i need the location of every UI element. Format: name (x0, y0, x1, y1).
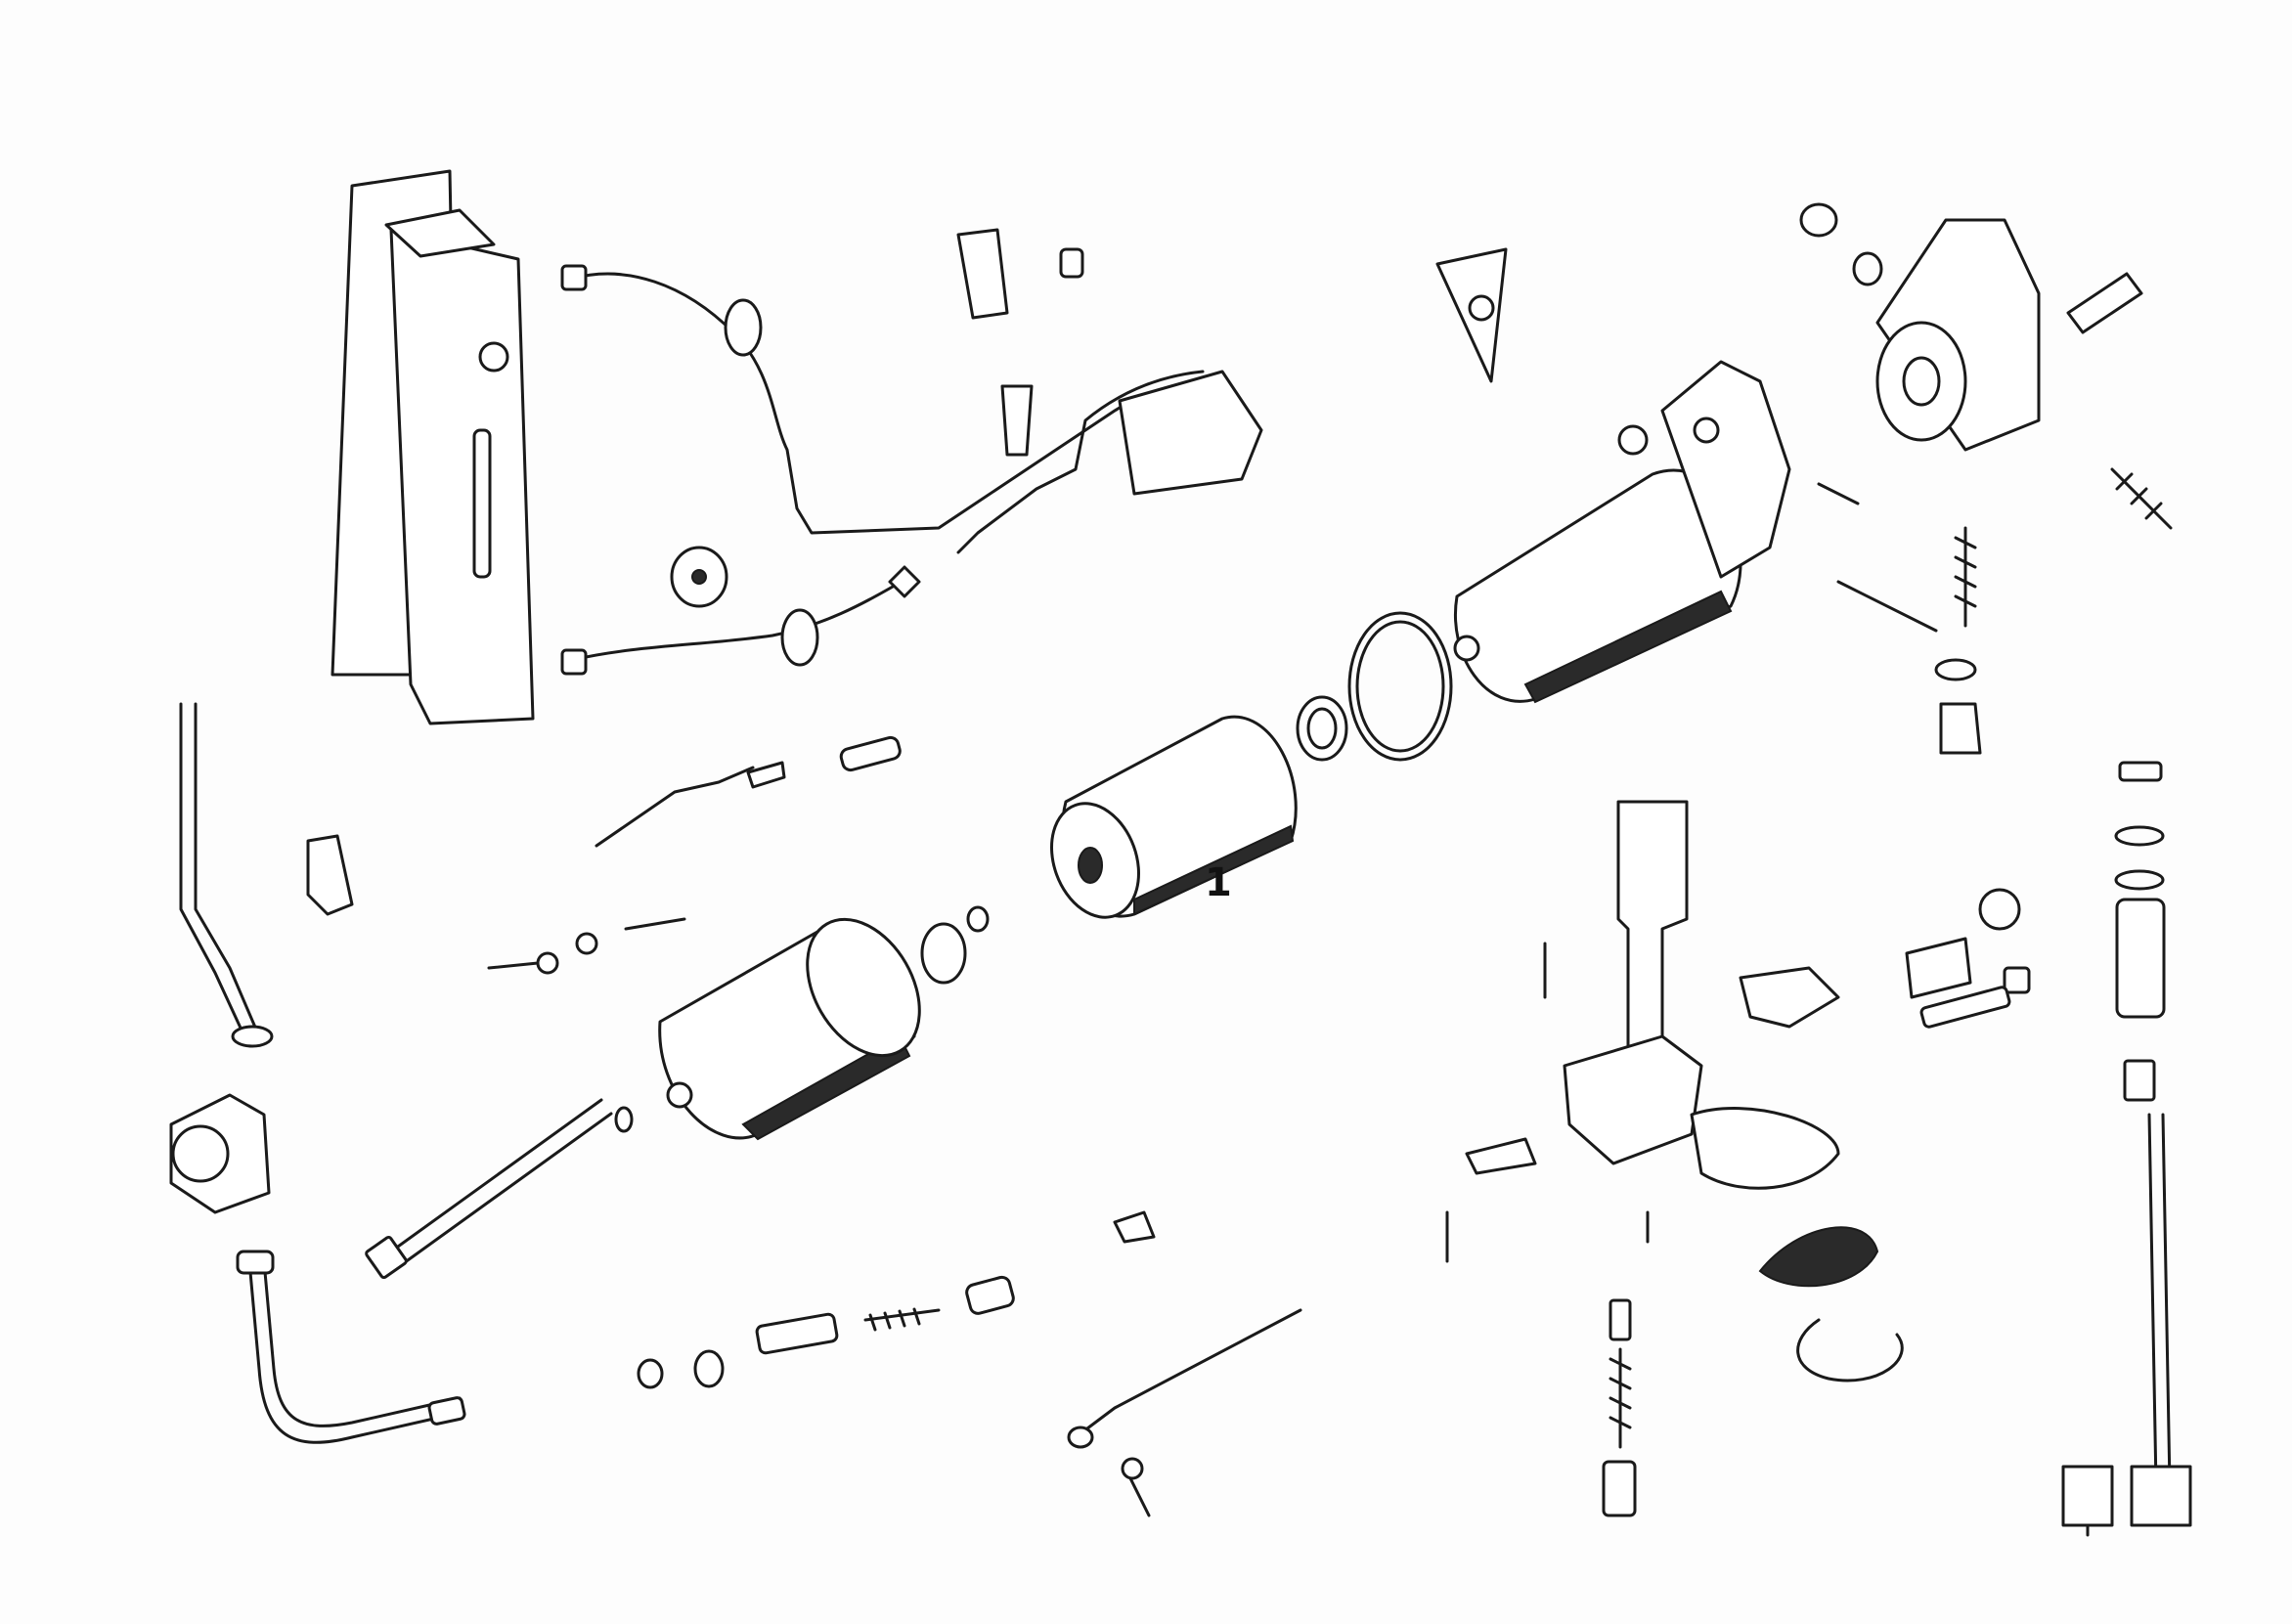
oil-pipe-lower (236, 1250, 466, 1444)
gasket-ring (1347, 611, 1453, 762)
flex-hose-left (179, 702, 274, 1048)
bypass-valve-parts (487, 735, 1302, 1517)
filter-element (1050, 715, 1298, 919)
oil-pump (1465, 800, 1904, 1517)
drive-shaft (2061, 761, 2192, 1537)
relief-valve-parts (1817, 467, 2173, 755)
long-through-bolt (365, 1098, 634, 1280)
filter-housing-upper (1435, 247, 1791, 704)
oil-cooler (331, 169, 535, 725)
oil-line-lower (560, 565, 921, 676)
small-fittings (1445, 888, 2031, 1263)
filter-housing-lower (658, 905, 990, 1141)
part-callout-1: 1 (1205, 860, 1232, 905)
thermostat-valve (169, 1093, 271, 1214)
oil-pump-housing-right (1799, 202, 2143, 452)
oil-line-upper (560, 264, 1263, 554)
bracket-parts (306, 228, 1084, 916)
